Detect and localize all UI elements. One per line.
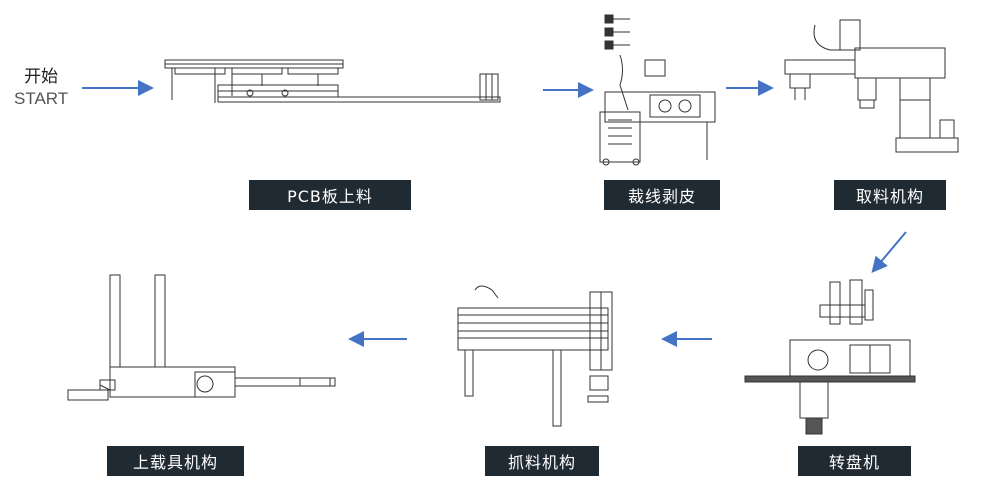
- carrier-loader-drawing: [67, 274, 336, 401]
- pick-mechanism-drawing: [784, 19, 959, 153]
- step-label-grab-mechanism: 抓料机构: [485, 446, 599, 476]
- turntable-drawing: [744, 279, 916, 435]
- step-label-carrier-loading: 上载具机构: [107, 446, 244, 476]
- step-label-wire-cutting: 裁线剥皮: [604, 180, 720, 210]
- start-label-cn: 开始: [24, 67, 59, 87]
- wire-cutter-drawing: [599, 14, 716, 166]
- step-label-turntable: 转盘机: [798, 446, 911, 476]
- step-label-pick-mechanism: 取料机构: [834, 180, 946, 210]
- step-label-pcb-loading: PCB板上料: [249, 180, 411, 210]
- pcb-loader-drawing: [164, 59, 501, 103]
- start-node: 开始 START: [14, 66, 68, 110]
- start-label-en: START: [14, 89, 69, 108]
- grab-mechanism-drawing: [457, 285, 613, 427]
- arrow-pick-to-turntable: [871, 231, 907, 274]
